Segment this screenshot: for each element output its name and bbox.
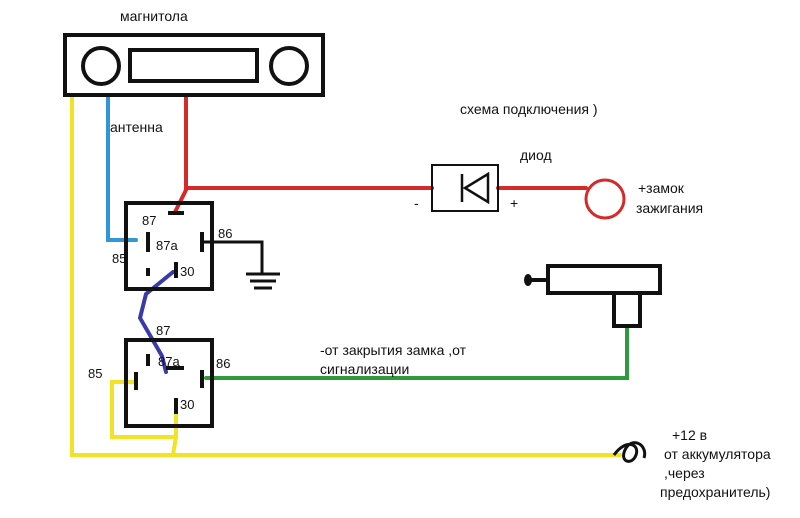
purple-wire <box>137 270 175 374</box>
relay-2-pin87: 87 <box>156 323 170 338</box>
lock-signal-label-line2: сигнализации <box>320 361 409 377</box>
battery-label-line1: +12 в <box>672 427 707 443</box>
relay-2-contacts <box>134 354 204 414</box>
blue-wire <box>106 93 138 242</box>
yellow-wire-relay2-drop <box>171 435 178 457</box>
fuse-knot-icon <box>612 441 647 463</box>
green-wire <box>204 324 629 380</box>
antenna-label: антенна <box>110 119 163 135</box>
relay-2-pin85: 85 <box>88 366 102 381</box>
diode-minus-label: - <box>414 195 419 211</box>
diode-symbol <box>460 171 490 205</box>
scheme-label: схема подключения ) <box>460 101 598 117</box>
relay-2-pin30: 30 <box>180 397 194 412</box>
ignition-label-line1: +замок <box>638 180 685 196</box>
radio-display <box>128 48 259 83</box>
battery-label-line4: предохранитель) <box>660 484 770 500</box>
radio-left-knob <box>81 46 121 86</box>
yellow-wire-relay2 <box>110 380 178 439</box>
relay-1-pin86: 86 <box>218 226 232 241</box>
radio-right-knob <box>269 46 309 86</box>
diode-plus-label: + <box>510 195 518 211</box>
actuator-rod-tip <box>524 274 532 286</box>
ground-symbol <box>202 240 280 290</box>
radio-unit <box>63 33 325 97</box>
radio-label: магнитола <box>120 8 188 24</box>
relay-2 <box>124 338 214 428</box>
ignition-label-line2: зажигания <box>636 200 703 216</box>
yellow-wire-main <box>70 93 622 457</box>
lock-signal-label-line1: -от закрытия замка ,от <box>320 342 467 358</box>
relay-1-pin85: 85 <box>112 251 126 266</box>
relay-2-pin86: 86 <box>216 356 230 371</box>
ignition-lock-circle <box>584 178 626 220</box>
relay-1-pin30: 30 <box>180 264 194 279</box>
actuator-connector <box>612 291 642 328</box>
battery-label-line3: ,через <box>664 465 705 481</box>
battery-label-line2: от аккумулятора <box>664 446 771 462</box>
relay-1-pin87: 87 <box>142 213 156 228</box>
diode-label: диод <box>520 147 552 163</box>
relay-2-pin87a: 87a <box>158 354 180 369</box>
relay-1-pin87a: 87a <box>156 238 178 253</box>
diode <box>431 164 499 212</box>
lock-actuator <box>524 264 662 328</box>
